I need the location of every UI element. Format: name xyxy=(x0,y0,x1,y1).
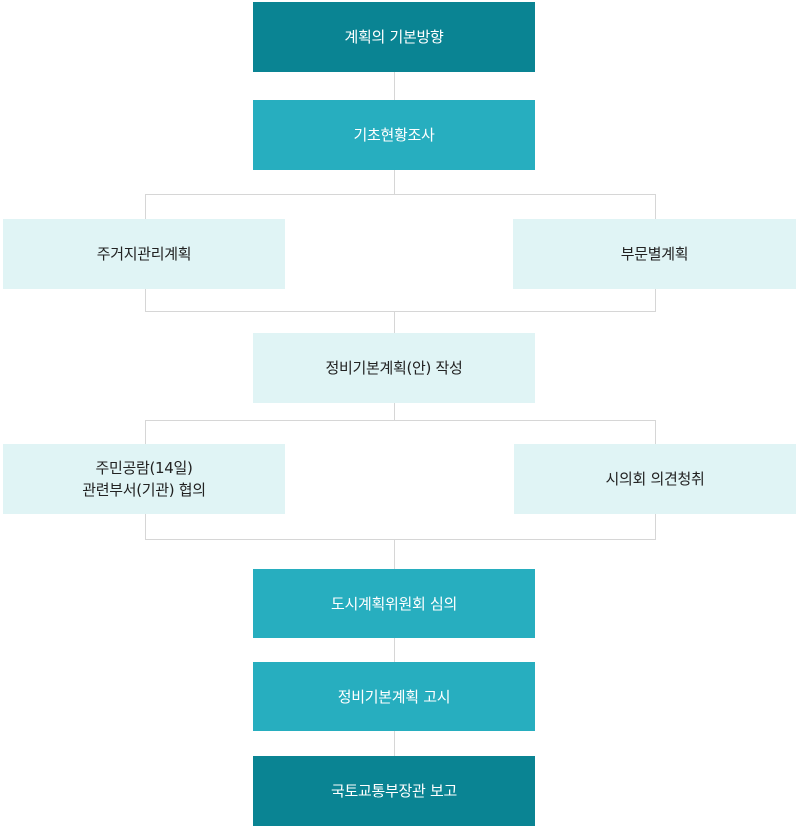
step-baseline-survey: 기초현황조사 xyxy=(253,100,535,170)
connector xyxy=(394,170,395,195)
step-ministry-report: 국토교통부장관 보고 xyxy=(253,756,535,826)
connector xyxy=(145,539,656,540)
step-sector-plan: 부문별계획 xyxy=(513,219,796,289)
connector xyxy=(394,731,395,756)
connector xyxy=(394,72,395,100)
connector xyxy=(655,194,656,219)
step-label-line2: 관련부서(기관) 협의 xyxy=(82,481,206,499)
step-label: 주거지관리계획 xyxy=(96,245,192,263)
connector xyxy=(145,420,656,421)
step-urban-planning-committee: 도시계획위원회 심의 xyxy=(253,569,535,638)
connector xyxy=(145,311,656,312)
step-label: 기초현황조사 xyxy=(353,126,435,144)
connector xyxy=(394,403,395,421)
connector xyxy=(655,420,656,444)
step-label: 정비기본계획(안) 작성 xyxy=(325,359,463,377)
connector xyxy=(145,514,146,540)
step-city-council-opinion: 시의회 의견청취 xyxy=(514,444,796,514)
connector xyxy=(655,289,656,312)
connector xyxy=(394,638,395,662)
step-label: 계획의 기본방향 xyxy=(344,28,444,46)
step-label: 시의회 의견청취 xyxy=(605,470,705,488)
connector xyxy=(394,539,395,569)
connector xyxy=(145,289,146,312)
step-label-line1: 주민공람(14일) xyxy=(95,459,193,477)
connector xyxy=(145,194,146,219)
step-label: 도시계획위원회 심의 xyxy=(331,594,457,613)
step-public-review: 주민공람(14일) 관련부서(기관) 협의 xyxy=(3,444,285,514)
step-label: 정비기본계획 고시 xyxy=(337,687,451,706)
step-label: 부문별계획 xyxy=(620,245,689,263)
step-label: 국토교통부장관 보고 xyxy=(331,782,457,800)
step-planning-direction: 계획의 기본방향 xyxy=(253,2,535,72)
step-plan-notice: 정비기본계획 고시 xyxy=(253,662,535,731)
step-draft-plan: 정비기본계획(안) 작성 xyxy=(253,333,535,403)
step-residential-management-plan: 주거지관리계획 xyxy=(3,219,285,289)
connector xyxy=(394,311,395,333)
connector xyxy=(145,194,656,195)
connector xyxy=(655,514,656,540)
connector xyxy=(145,420,146,444)
